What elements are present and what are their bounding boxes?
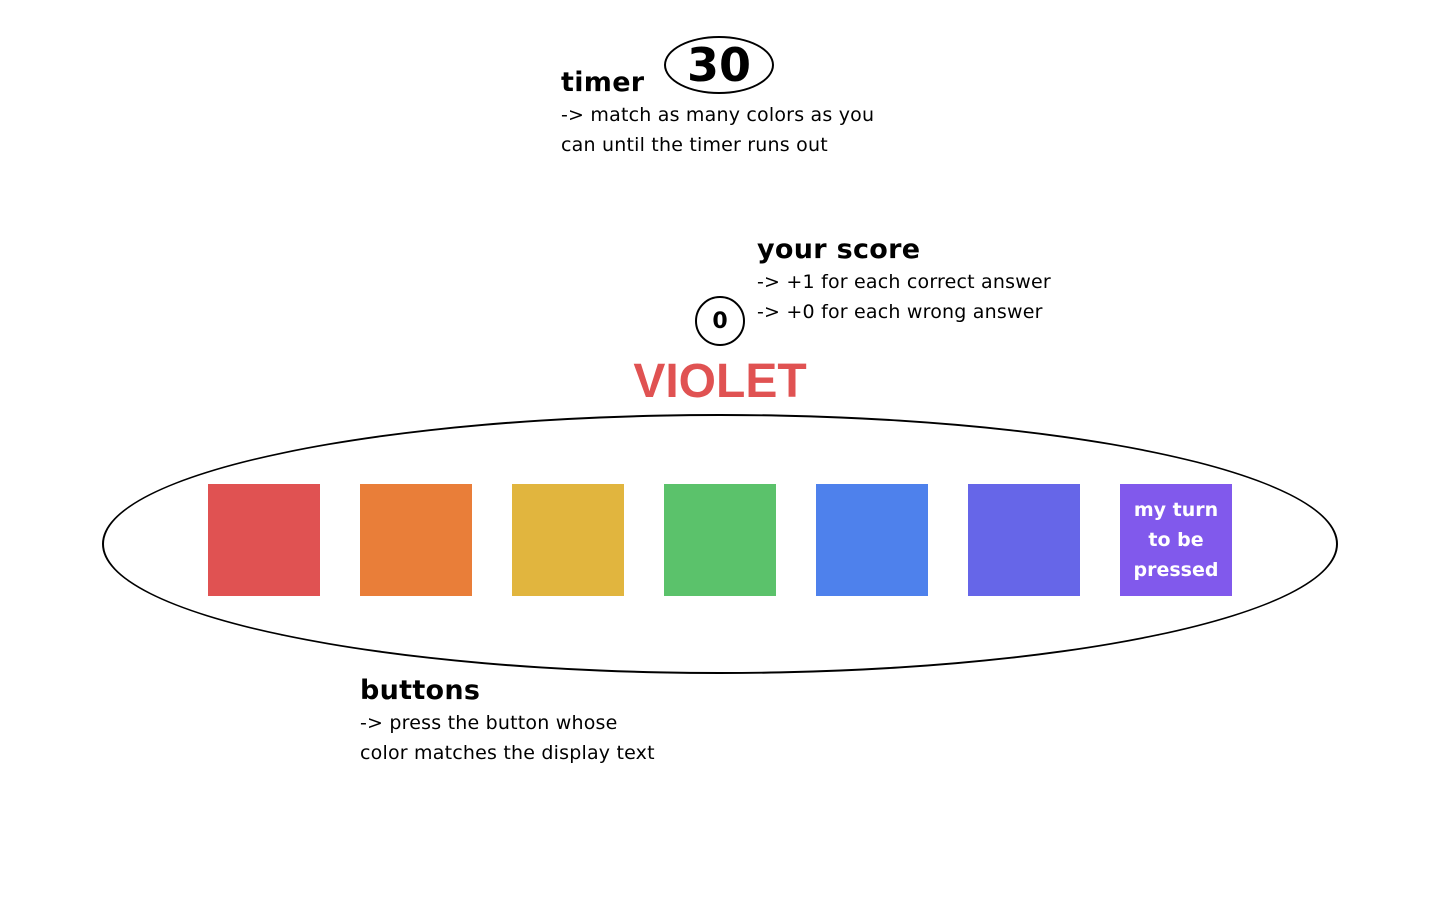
color-button-orange[interactable] [360,484,472,596]
buttons-title: buttons [360,675,481,706]
score-description-line-1: -> +1 for each correct answer [757,271,1051,293]
display-word: VIOLET [633,355,807,408]
color-button-violet[interactable]: my turn to be pressed [1120,484,1232,596]
timer-title: timer [561,67,645,98]
score-display: 0 [695,296,745,346]
score-annotation: your score -> +1 for each correct answer… [757,233,1051,327]
buttons-annotation: buttons -> press the button whose color … [360,674,655,768]
buttons-group-outline [102,414,1338,674]
color-button-indigo[interactable] [968,484,1080,596]
timer-display: 30 [664,36,774,94]
score-title: your score [757,234,921,265]
color-button-yellow[interactable] [512,484,624,596]
score-description-line-2: -> +0 for each wrong answer [757,301,1043,323]
timer-description-line-2: can until the timer runs out [561,134,828,156]
color-button-blue[interactable] [816,484,928,596]
color-button-green[interactable] [664,484,776,596]
buttons-description-line-2: color matches the display text [360,742,655,764]
color-button-red[interactable] [208,484,320,596]
timer-annotation: timer -> match as many colors as you can… [561,66,874,160]
buttons-description-line-1: -> press the button whose [360,712,618,734]
timer-description-line-1: -> match as many colors as you [561,104,875,126]
